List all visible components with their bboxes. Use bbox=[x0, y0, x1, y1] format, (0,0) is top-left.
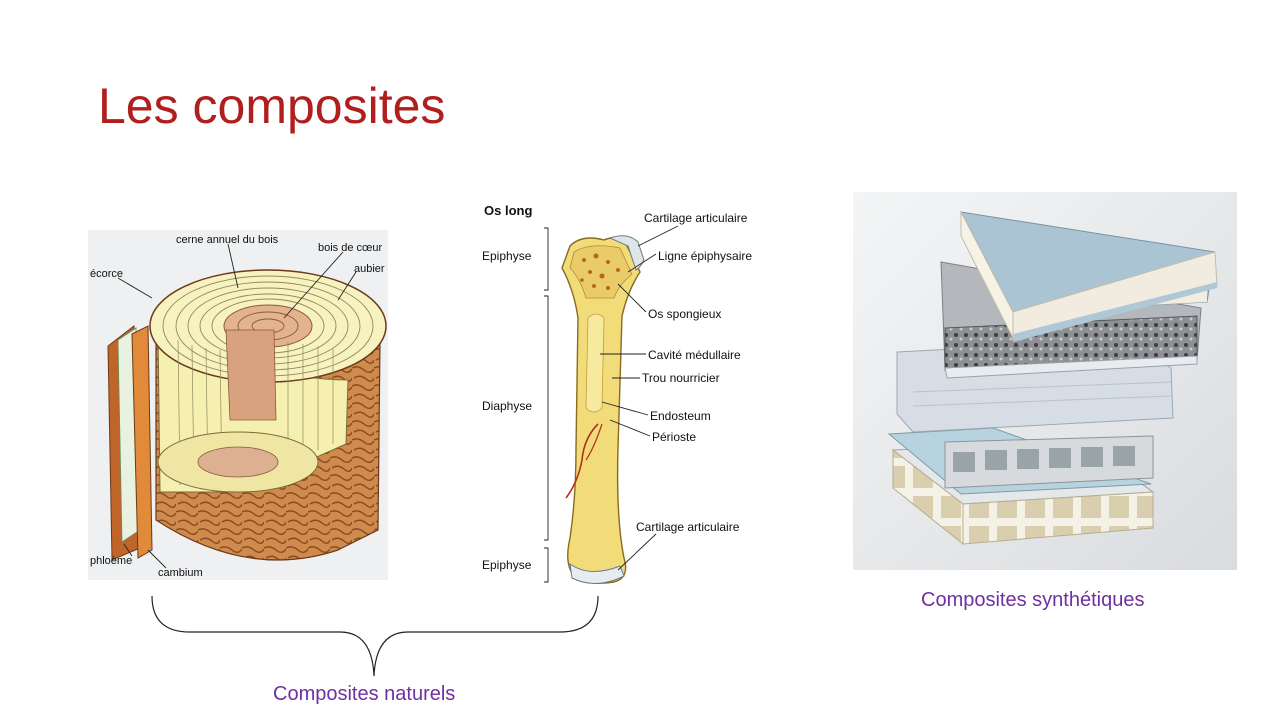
label-annual-ring: cerne annuel du bois bbox=[176, 234, 279, 246]
wood-diagram: cerne annuel du bois bois de cœur aubier… bbox=[88, 230, 388, 580]
label-periosteum: Périoste bbox=[652, 430, 696, 444]
label-epiphysis-bottom: Epiphyse bbox=[482, 558, 532, 572]
slide-title: Les composites bbox=[98, 78, 446, 134]
sandwich-panels-illustration bbox=[853, 192, 1237, 570]
label-epiphysis-top: Epiphyse bbox=[482, 249, 532, 263]
label-bark: écorce bbox=[90, 268, 123, 280]
label-sapwood: aubier bbox=[354, 263, 385, 275]
natural-composites-brace bbox=[151, 595, 599, 677]
label-phloem: phloème bbox=[90, 555, 132, 567]
bone-title: Os long bbox=[484, 203, 532, 218]
label-cartilage-top: Cartilage articulaire bbox=[644, 211, 748, 225]
label-nutrient-foramen: Trou nourricier bbox=[642, 371, 720, 385]
bone-illustration: Os long Epiphyse Diaphyse Epiphyse bbox=[482, 203, 752, 584]
bone-diagram: Os long Epiphyse Diaphyse Epiphyse bbox=[478, 198, 783, 590]
label-diaphysis: Diaphyse bbox=[482, 399, 532, 413]
caption-natural-composites: Composites naturels bbox=[273, 683, 456, 705]
synthetic-composites-photo bbox=[853, 192, 1237, 570]
caption-synthetic-composites: Composites synthétiques bbox=[921, 589, 1145, 611]
label-medullary-cavity: Cavité médullaire bbox=[648, 348, 741, 362]
label-cartilage-bottom: Cartilage articulaire bbox=[636, 520, 740, 534]
label-cambium: cambium bbox=[158, 567, 203, 579]
label-endosteum: Endosteum bbox=[650, 409, 711, 423]
label-heartwood: bois de cœur bbox=[318, 242, 383, 254]
label-spongy-bone: Os spongieux bbox=[648, 307, 721, 321]
label-epiphyseal-line: Ligne épiphysaire bbox=[658, 249, 752, 263]
wood-illustration: cerne annuel du bois bois de cœur aubier… bbox=[88, 230, 388, 580]
